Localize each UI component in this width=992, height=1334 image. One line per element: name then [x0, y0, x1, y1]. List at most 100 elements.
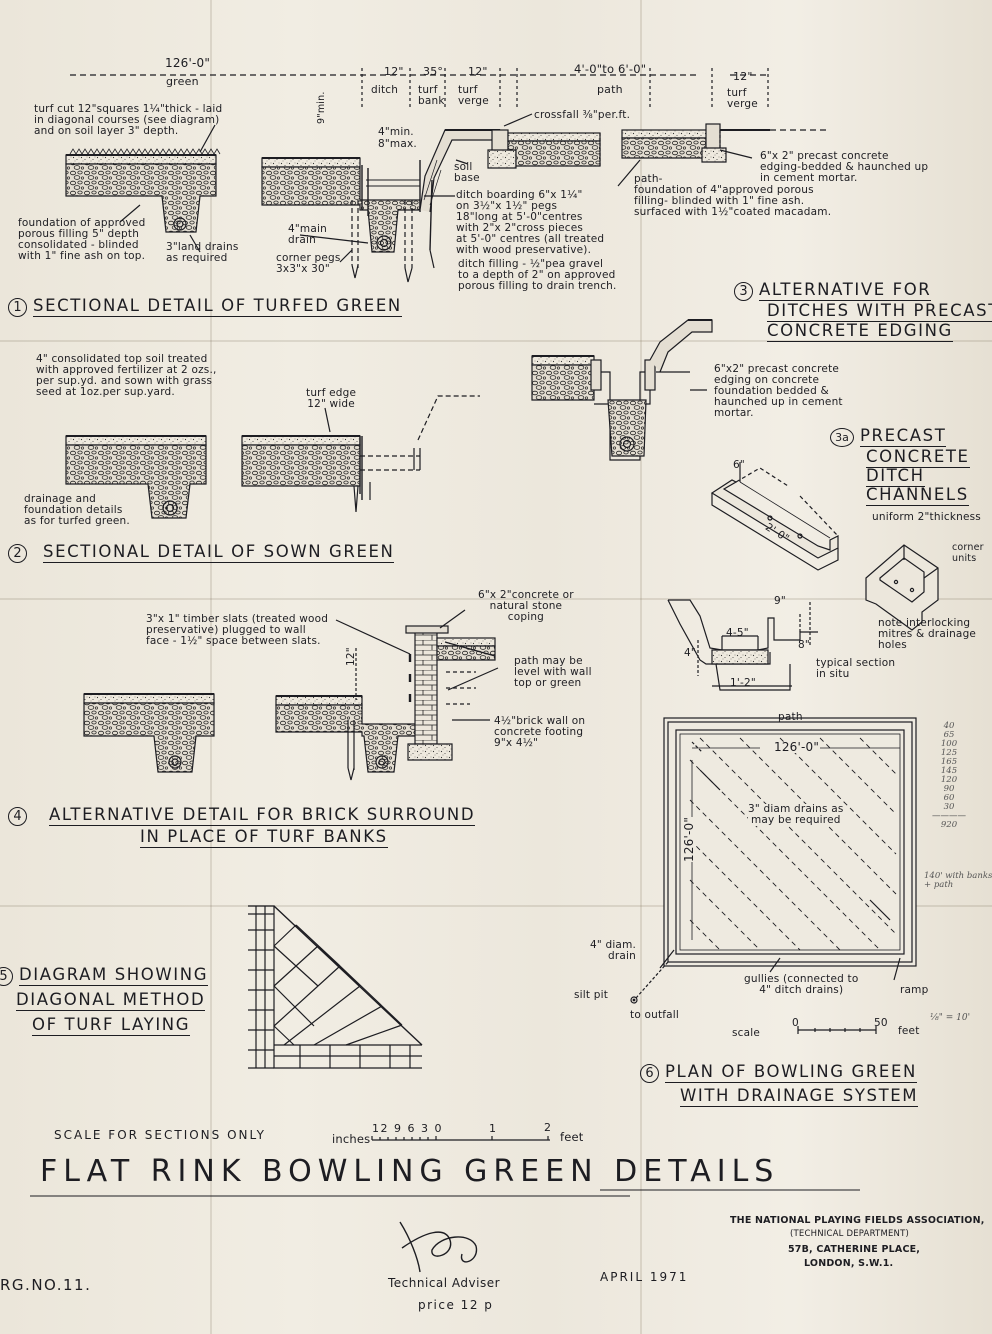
note-brick-wall: 4½"brick wall on concrete footing 9"x 4½… [494, 715, 586, 749]
dim-9-insitu: 9" [774, 595, 786, 607]
section-scale-inches: inches [332, 1132, 371, 1146]
org-line-3: 57B, CATHERINE PLACE, [788, 1244, 921, 1255]
section-6-number: 6 [640, 1064, 659, 1083]
dim-turf-verge-right: turf verge [727, 87, 758, 110]
plan-ramp: ramp [900, 984, 929, 996]
section-3-heading: 3 ALTERNATIVE FOR DITCHES WITH PRECAST CO… [734, 280, 992, 342]
dim-12ft-insitu: 1'-2" [730, 677, 756, 689]
org-line-2: (TECHNICAL DEPARTMENT) [790, 1229, 910, 1239]
note-typical-section: typical section in situ [816, 657, 896, 680]
plan-silt-pit: silt pit [574, 989, 609, 1001]
note-corner-units: corner units [952, 542, 984, 564]
dim-45-insitu: 4-5" [726, 627, 749, 639]
section-5-number: 5 [0, 967, 13, 986]
section-3a-label-line3: DITCH [866, 466, 925, 487]
section-3a-heading: 3a PRECAST CONCRETE DITCH CHANNELS [830, 426, 970, 506]
note-crossfall: crossfall ⅜"per.ft. [534, 109, 631, 121]
section-3a-number: 3a [830, 428, 854, 447]
fold-line [210, 0, 212, 1334]
dim-path: path [597, 83, 623, 96]
section-scale-feet: feet [560, 1130, 584, 1144]
dim-ditch: ditch [371, 84, 399, 96]
plan-dim-horizontal: 126'-0" [774, 740, 820, 754]
section-4-label-line1: ALTERNATIVE DETAIL FOR BRICK SURROUND [49, 805, 476, 826]
section-3-label-line3: CONCRETE EDGING [767, 321, 953, 342]
section-3-number: 3 [734, 282, 753, 301]
plan-drains-note: 3" diam drains as may be required [748, 803, 844, 826]
dim-12-wall: 12" [345, 647, 357, 666]
section-5-label-line1: DIAGRAM SHOWING [19, 965, 209, 986]
pencil-sum-column: 40 65 100 125 165 145 120 90 60 30 ———— … [932, 721, 966, 830]
section-2-heading: 2 SECTIONAL DETAIL OF SOWN GREEN [8, 542, 395, 563]
section-5-label-line2: DIAGONAL METHOD [16, 990, 206, 1011]
section-3a-label-line2: CONCRETE [866, 447, 970, 468]
note-ditch-filling: ditch filling - ½"pea gravel to a depth … [458, 258, 617, 292]
note-path-foundation: path- foundation of 4"approved porous fi… [634, 173, 832, 218]
section-scale-2: 2 [544, 1121, 552, 1134]
note-soil-base: soil base [454, 161, 480, 184]
note-drainage-foundation: drainage and foundation details as for t… [24, 493, 130, 527]
drawing-price: price 12 p [418, 1298, 494, 1312]
dim-8-insitu: 8" [798, 639, 810, 651]
plan-scale-0: 0 [792, 1017, 799, 1029]
dim-4-insitu: 4" [684, 647, 696, 659]
dim-6-channel: 6" [733, 459, 745, 471]
section-3a-label-line1: PRECAST [860, 426, 947, 447]
section-4-heading: 4 ALTERNATIVE DETAIL FOR BRICK SURROUND I… [8, 804, 476, 848]
dim-12b: 12" [468, 65, 488, 78]
section-6-heading: 6 PLAN OF BOWLING GREEN WITH DRAINAGE SYS… [640, 1060, 919, 1108]
dim-turf-bank: turf bank [418, 84, 445, 107]
section-3-label-line1: ALTERNATIVE FOR [759, 280, 932, 301]
drawing-ref: RG.NO.11. [0, 1276, 92, 1294]
plan-scale-50: 50 [874, 1017, 888, 1029]
plan-scale-ratio: ⅛" = 10' [930, 1013, 971, 1023]
note-timber-slats: 3"x 1" timber slats (treated wood preser… [146, 613, 329, 647]
pencil-note: 140' with banks + path [924, 871, 992, 890]
dim-green-label: green [166, 75, 199, 88]
section-scale-1: 1 [489, 1122, 497, 1135]
note-main-drain: 4"main drain [288, 223, 327, 246]
note-precast-edging-3: 6"x2" precast concrete edging on concret… [714, 363, 843, 419]
fold-line [0, 905, 992, 907]
section-1-number: 1 [8, 298, 27, 317]
org-line-1: THE NATIONAL PLAYING FIELDS ASSOCIATION, [730, 1215, 985, 1226]
section-scale-label: SCALE FOR SECTIONS ONLY [54, 1128, 266, 1142]
note-interlocking: note interlocking mitres & drainage hole… [878, 617, 977, 651]
dim-8-max: 8"max. [378, 138, 417, 150]
plan-to-outfall: to outfall [630, 1009, 680, 1021]
note-corner-pegs: corner pegs 3x3"x 30" [276, 252, 341, 275]
section-3a-label-line4: CHANNELS [866, 485, 969, 506]
plan-path-label: path [778, 711, 803, 723]
dim-green-width: 126'-0" [165, 56, 211, 70]
plan-scale-feet: feet [898, 1025, 920, 1037]
section-1-label: SECTIONAL DETAIL OF TURFED GREEN [33, 296, 402, 317]
plan-scale-word: scale [732, 1027, 761, 1039]
section-4-number: 4 [8, 807, 27, 826]
drawing-date: APRIL 1971 [600, 1270, 689, 1284]
dim-35: 35° [423, 65, 444, 78]
technical-adviser: Technical Adviser [388, 1276, 501, 1290]
note-turf-edge: turf edge 12" wide [306, 387, 357, 410]
plan-drain-4: 4" diam. drain [590, 939, 637, 962]
note-topsoil: 4" consolidated top soil treated with ap… [36, 353, 217, 398]
section-scale-ticks: 12 9 6 3 0 [372, 1122, 443, 1135]
note-ditch-boarding: ditch boarding 6"x 1¼" on 3½"x 1½" pegs … [456, 189, 605, 256]
section-3-label-line2: DITCHES WITH PRECAST [767, 301, 992, 322]
dim-path-range: 4'-0"to 6'-0" [574, 62, 647, 76]
drawing-title: FLAT RINK BOWLING GREEN DETAILS [40, 1154, 780, 1189]
section-6-label-line2: WITH DRAINAGE SYSTEM [680, 1086, 919, 1107]
dim-12a: 12" [384, 65, 404, 78]
dim-4-min: 4"min. [378, 126, 414, 138]
section-6-label-line1: PLAN OF BOWLING GREEN [665, 1062, 917, 1083]
dim-turf-verge: turf verge [458, 84, 489, 107]
section-4-label-line2: IN PLACE OF TURF BANKS [140, 827, 388, 848]
fold-line [640, 0, 642, 1334]
note-path-level: path may be level with wall top or green [514, 655, 592, 689]
note-land-drains: 3"land drains as required [166, 241, 239, 264]
note-precast-edging: 6"x 2" precast concrete edging-bedded & … [760, 150, 929, 184]
section-2-label: SECTIONAL DETAIL OF SOWN GREEN [43, 542, 395, 563]
dim-12c: 12" [733, 70, 753, 83]
section-2-number: 2 [8, 544, 27, 563]
